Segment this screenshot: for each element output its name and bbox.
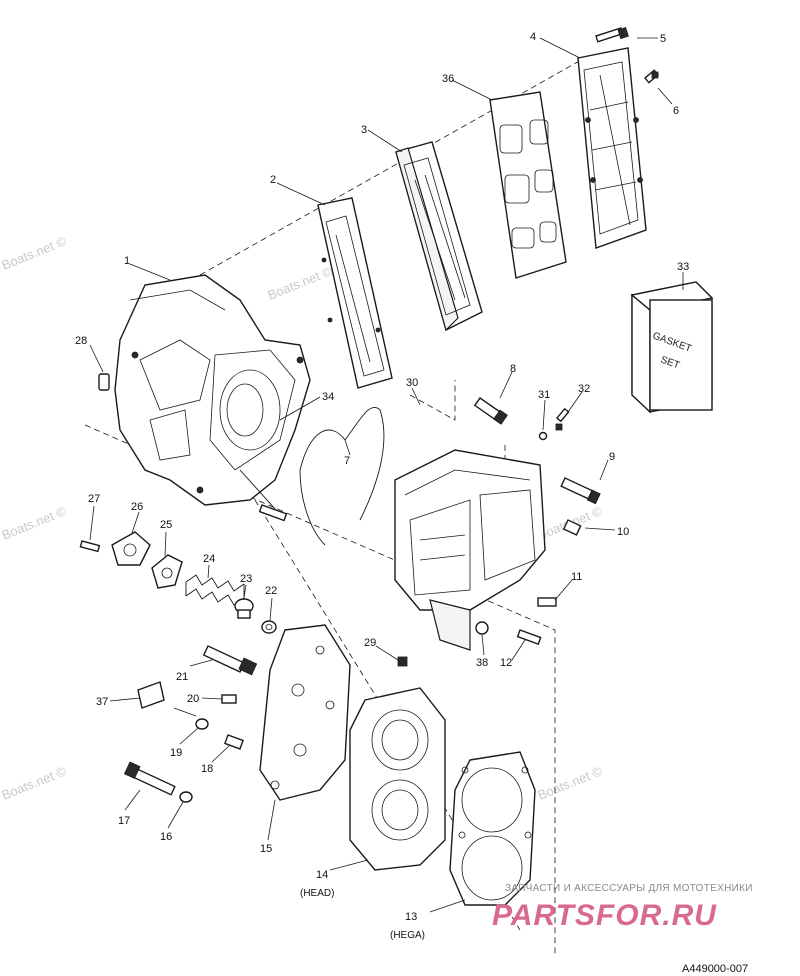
watermark: Boats.net ©: [536, 763, 605, 803]
washer-part-16: [179, 791, 193, 803]
callout-5: 5: [660, 33, 666, 45]
callout-19: 19: [170, 747, 182, 759]
callout-3: 3: [361, 124, 367, 136]
bolt-part-31: [538, 431, 548, 441]
callout-36: 36: [442, 73, 454, 85]
callout-6: 6: [673, 105, 679, 117]
callout-18: 18: [201, 763, 213, 775]
bolt-part-27: [79, 540, 101, 553]
fitting-part-10: [562, 519, 582, 536]
callout-32: 32: [578, 383, 590, 395]
callout-33: 33: [677, 261, 689, 273]
bolt-part-12: [516, 629, 542, 645]
callout-15: 15: [260, 843, 272, 855]
callout-14-sublabel: (HEAD): [300, 888, 334, 899]
callout-21: 21: [176, 671, 188, 683]
callout-10: 10: [617, 526, 629, 538]
watermark: Boats.net ©: [0, 503, 69, 543]
leader-lines: [89, 37, 684, 913]
pin: [173, 707, 197, 717]
brand-logo: PARTSFOR.RU: [492, 899, 717, 932]
washer-part-22: [261, 620, 277, 634]
thermostat-part-23: [234, 598, 254, 619]
plate-part-4: [577, 47, 647, 249]
bolt-part-5: [595, 27, 629, 43]
callout-38: 38: [476, 657, 488, 669]
callout-31: 31: [538, 389, 550, 401]
callout-4: 4: [530, 31, 536, 43]
bolt-part-32: [555, 407, 570, 431]
gasket-set-box-part-33: GASKET SET: [630, 281, 714, 414]
callout-24: 24: [203, 553, 215, 565]
cover-part-26: [111, 531, 151, 566]
hose-part-7: [299, 407, 385, 546]
callout-34: 34: [322, 391, 334, 403]
callout-7: 7: [344, 455, 350, 467]
callout-16: 16: [160, 831, 172, 843]
cover-plate-part-15: [259, 624, 351, 801]
bolt-part-11: [537, 597, 557, 607]
callout-8: 8: [510, 363, 516, 375]
callout-37: 37: [96, 696, 108, 708]
gasket-part-37: [137, 681, 165, 709]
callout-28: 28: [75, 335, 87, 347]
callout-9: 9: [609, 451, 615, 463]
sensor-part-21: [202, 645, 258, 676]
reed-block-part-3: [395, 141, 483, 332]
watermark: Boats.net ©: [0, 763, 69, 803]
pin-part-28: [98, 373, 110, 391]
bolt-part-8: [473, 397, 508, 425]
watermark: Boats.net ©: [266, 263, 335, 303]
cylinder-head-part-14: [349, 687, 446, 871]
callout-17: 17: [118, 815, 130, 827]
stud-part-34: [239, 469, 288, 522]
callout-23: 23: [240, 573, 252, 585]
callout-20: 20: [187, 693, 199, 705]
fitting-part-18: [224, 734, 244, 750]
plug-part-38: [475, 621, 489, 635]
bolt-part-20: [221, 694, 237, 704]
head-gasket-part-13: [449, 751, 536, 906]
cylinder-block-part-1: [114, 274, 311, 506]
callout-13: 13: [405, 911, 417, 923]
callout-25: 25: [160, 519, 172, 531]
gasket-part-36: [489, 91, 567, 279]
washer-part-19: [195, 718, 209, 730]
bolt-part-6: [644, 69, 660, 84]
housing-part-30: [394, 449, 546, 651]
bolt-part-9: [560, 477, 601, 505]
callout-27: 27: [88, 493, 100, 505]
callout-12: 12: [500, 657, 512, 669]
alignment-line: [199, 54, 591, 276]
callout-14: 14: [316, 869, 328, 881]
callout-2: 2: [270, 174, 276, 186]
brand-tagline: ЗАПЧАСТИ И АКСЕССУАРЫ ДЛЯ МОТОТЕХНИКИ: [505, 883, 753, 894]
gasket-part-2: [317, 197, 393, 389]
nut-part-29: [397, 656, 408, 667]
spring-part-24: [185, 574, 245, 606]
callout-13-sublabel: (HEGA): [390, 930, 425, 941]
callout-26: 26: [131, 501, 143, 513]
callout-11: 11: [571, 571, 582, 583]
watermark: Boats.net ©: [0, 233, 69, 273]
gasket-part-25: [151, 554, 183, 589]
callout-1: 1: [124, 255, 130, 267]
bolt-part-17: [123, 761, 176, 796]
diagram-code: A449000-007: [682, 963, 748, 975]
callout-22: 22: [265, 585, 277, 597]
callout-29: 29: [364, 637, 376, 649]
alignment-line: [409, 380, 456, 421]
callout-30: 30: [406, 377, 418, 389]
